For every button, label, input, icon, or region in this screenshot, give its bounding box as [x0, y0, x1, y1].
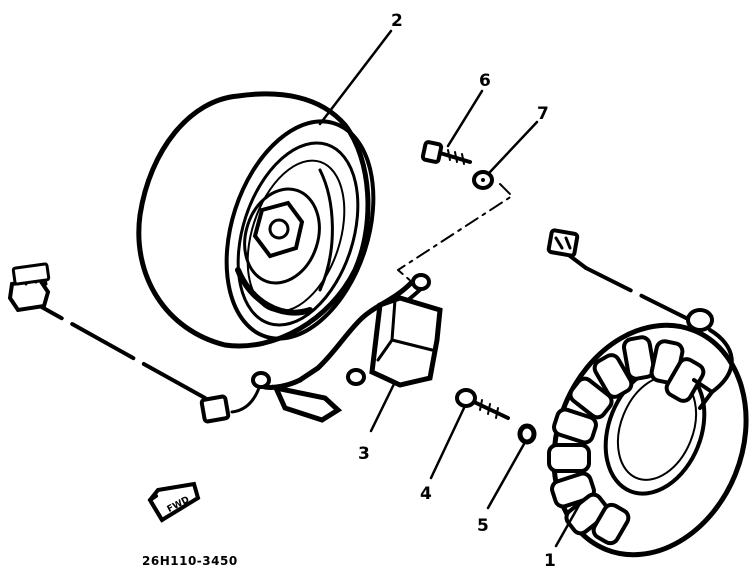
pickup-coil: [7, 262, 443, 424]
callout-2: 2: [391, 11, 403, 31]
screw-4: [455, 388, 510, 420]
drawing-code: 26H110-3450: [142, 554, 238, 568]
callout-7: 7: [537, 104, 549, 124]
callout-1: 1: [544, 551, 556, 571]
callout-3: 3: [358, 444, 370, 464]
callout-5: 5: [477, 516, 489, 536]
washer-5: [517, 423, 537, 445]
leader-lines: [318, 29, 584, 548]
stator-coils: [547, 335, 706, 546]
washer-7: [472, 170, 494, 190]
flywheel-rotor: [136, 91, 376, 349]
bolt-6: [420, 140, 472, 165]
forward-direction-arrow: FWD: [147, 481, 201, 523]
callout-6: 6: [479, 71, 491, 91]
callout-4: 4: [420, 484, 432, 504]
stator-assembly: [546, 228, 749, 558]
